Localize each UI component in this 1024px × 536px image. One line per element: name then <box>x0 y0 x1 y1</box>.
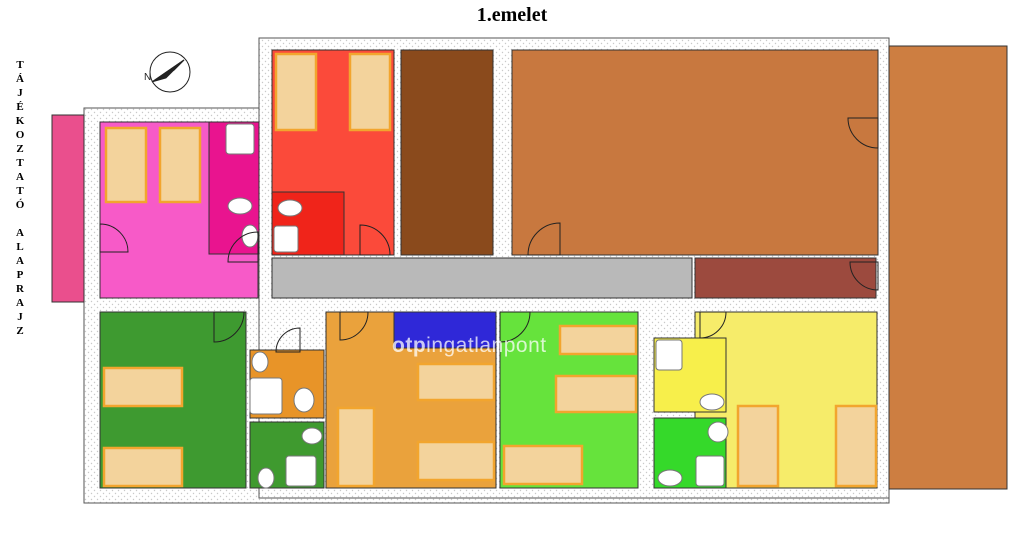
door-swing <box>359 224 391 256</box>
side-label-char: J <box>17 311 23 323</box>
beds <box>102 52 878 488</box>
door-swing <box>699 311 727 339</box>
room-terasz-right <box>888 45 1008 490</box>
toilet <box>227 197 253 215</box>
side-label-char: J <box>17 87 23 99</box>
side-label-char: P <box>16 269 24 281</box>
bed <box>274 52 318 132</box>
sink <box>655 339 683 371</box>
door-swing <box>527 222 561 256</box>
bed <box>104 126 148 204</box>
bed <box>834 404 878 488</box>
toilet <box>301 427 323 445</box>
fixtures <box>225 123 729 489</box>
bed <box>158 126 202 204</box>
bed <box>102 366 184 408</box>
sink <box>273 225 299 253</box>
side-label-char: T <box>16 59 24 71</box>
bed <box>336 406 376 488</box>
toilet <box>241 224 259 248</box>
toilet <box>707 421 729 443</box>
door-swing <box>339 311 369 341</box>
toilet <box>251 351 269 373</box>
room-lepcsohaz <box>400 49 494 256</box>
bed <box>416 440 496 482</box>
svg-text:N: N <box>144 72 151 83</box>
side-label-char: Á <box>16 73 24 85</box>
side-label-char: Z <box>16 325 24 337</box>
side-label-char: R <box>16 283 24 295</box>
door-swing <box>849 261 879 291</box>
toilet <box>699 393 725 411</box>
side-label-char: Z <box>16 143 24 155</box>
door-swing <box>847 117 879 149</box>
door-swing <box>99 223 129 253</box>
side-label-char: T <box>16 185 24 197</box>
side-label-char: A <box>16 297 24 309</box>
room-wc <box>393 311 497 349</box>
sink <box>249 377 283 415</box>
toilet <box>277 199 303 217</box>
north-arrow-icon: N <box>144 51 191 93</box>
door-swing <box>275 327 301 353</box>
side-label-char: A <box>16 227 24 239</box>
watermark-brand: otp <box>392 334 427 357</box>
side-label-char: A <box>16 171 24 183</box>
side-label-char: K <box>15 115 25 127</box>
bed <box>102 446 184 488</box>
door-swing <box>499 311 531 343</box>
sink <box>225 123 255 155</box>
watermark-product: ingatlanpont <box>426 334 547 357</box>
bed <box>558 324 638 356</box>
side-label-char: Ó <box>15 199 25 211</box>
watermark-logo: otpingatlanpont <box>392 334 547 358</box>
floor-title: 1.emelet <box>476 4 548 26</box>
side-label-char: A <box>16 255 24 267</box>
bed <box>348 52 392 132</box>
door-swing <box>213 311 245 343</box>
room-kozlekedo <box>271 257 693 299</box>
sink <box>695 455 725 487</box>
side-label-char: T <box>16 157 24 169</box>
room-terasz-left <box>51 114 85 303</box>
room-konferencia <box>511 49 879 256</box>
bed <box>736 404 780 488</box>
toilet <box>657 469 683 487</box>
side-label-char: O <box>15 129 25 141</box>
bed <box>502 444 584 486</box>
bed <box>554 374 638 414</box>
doors <box>99 117 879 353</box>
room-hokozpont <box>694 257 877 299</box>
toilet <box>293 387 315 413</box>
side-label-char: É <box>16 101 24 113</box>
toilet <box>257 467 275 489</box>
bed <box>416 362 496 402</box>
door-swing <box>227 231 259 263</box>
side-label-char: L <box>16 241 24 253</box>
sink <box>285 455 317 487</box>
